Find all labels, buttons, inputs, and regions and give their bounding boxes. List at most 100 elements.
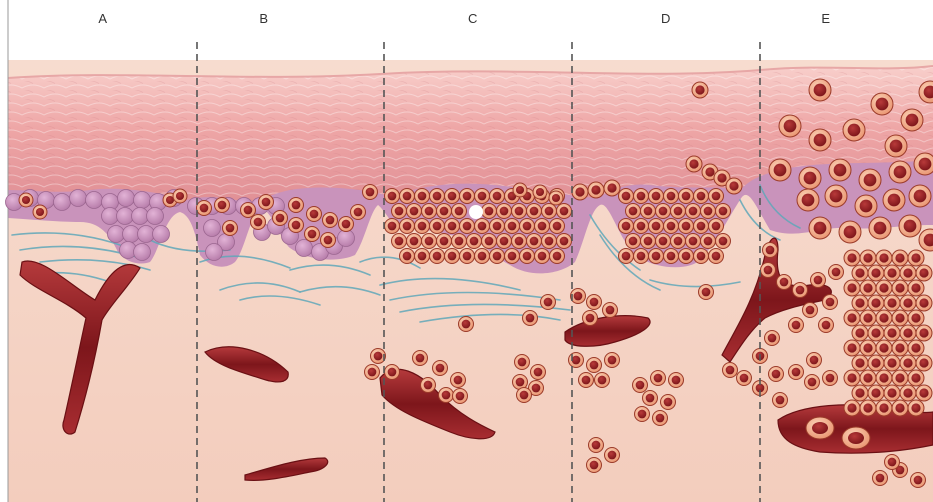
atypical-cell [852,325,868,341]
atypical-cell [569,353,584,368]
atypical-cell [829,265,844,280]
atypical-cell [19,193,33,207]
atypical-cell [604,180,620,196]
atypical-cell [587,458,602,473]
atypical-cell [671,204,686,219]
atypical-cell [400,189,415,204]
atypical-cell [892,280,908,296]
atypical-cell [807,353,822,368]
atypical-cell [716,204,731,219]
atypical-cell [415,249,430,264]
atypical-cell [889,161,911,183]
atypical-cell [737,371,752,386]
atypical-cell [844,250,860,266]
atypical-cell [415,189,430,204]
atypical-cell [363,185,378,200]
atypical-cell [811,273,826,288]
atypical-cell [634,189,649,204]
atypical-cell [765,331,780,346]
atypical-cell [761,263,776,278]
atypical-cell [916,265,932,281]
atypical-cell [860,280,876,296]
atypical-cell [482,204,497,219]
basal-cell [108,226,125,243]
atypical-cell [664,219,679,234]
atypical-cell [699,285,714,300]
atypical-cell [868,265,884,281]
atypical-cell [892,370,908,386]
atypical-cell [259,195,274,210]
stage-label-c: C [453,11,493,26]
atypical-cell [400,249,415,264]
atypical-cell [892,250,908,266]
atypical-cell [520,219,535,234]
atypical-cell [900,355,916,371]
stage-label-b: B [244,11,284,26]
atypical-cell [400,219,415,234]
atypical-cell [885,455,900,470]
atypical-cell [421,378,436,393]
atypical-cell [900,385,916,401]
atypical-cell [549,191,563,205]
atypical-cell [513,183,527,197]
atypical-cell [859,169,881,191]
atypical-cell [916,355,932,371]
atypical-cell [550,249,565,264]
atypical-cell [900,295,916,311]
atypical-cell [873,471,888,486]
atypical-cell [643,391,658,406]
atypical-cell [433,361,448,376]
atypical-cell [445,219,460,234]
atypical-cell [777,275,792,290]
atypical-cell [692,82,708,98]
atypical-cell [876,340,892,356]
atypical-cell [860,370,876,386]
atypical-cell [505,249,520,264]
atypical-cell [916,385,932,401]
cleft-space [469,205,483,219]
atypical-cell [723,363,738,378]
atypical-cell [664,249,679,264]
atypical-cell [641,234,656,249]
atypical-cell [392,204,407,219]
stage-label-a: A [83,11,123,26]
basal-cell [54,194,71,211]
atypical-cell [763,243,778,258]
atypical-cell [587,295,602,310]
atypical-cell [649,219,664,234]
atypical-cell [385,219,400,234]
atypical-cell [901,109,923,131]
atypical-cell [520,249,535,264]
atypical-cell [656,204,671,219]
basal-cell [134,244,151,261]
atypical-cell [679,189,694,204]
atypical-cell [860,250,876,266]
atypical-cell [916,295,932,311]
atypical-cell [884,385,900,401]
atypical-cell [475,189,490,204]
atypical-cell [490,219,505,234]
atypical-cell [633,378,648,393]
atypical-cell [809,217,831,239]
atypical-cell [885,135,907,157]
atypical-cell [527,234,542,249]
atypical-cell [588,182,604,198]
atypical-cell [868,295,884,311]
atypical-cell [422,204,437,219]
atypical-cell [803,303,818,318]
basal-cell [70,190,87,207]
atypical-cell [251,215,266,230]
atypical-cell [876,250,892,266]
atypical-cell [844,310,860,326]
stage-label-e: E [806,11,846,26]
atypical-cell [869,217,891,239]
atypical-cell [626,234,641,249]
atypical-cell [445,189,460,204]
atypical-cell [439,388,454,403]
atypical-cell [679,219,694,234]
atypical-cell [605,353,620,368]
atypical-cell [307,207,322,222]
atypical-cell [422,234,437,249]
atypical-cell [460,219,475,234]
atypical-cell [459,317,474,332]
